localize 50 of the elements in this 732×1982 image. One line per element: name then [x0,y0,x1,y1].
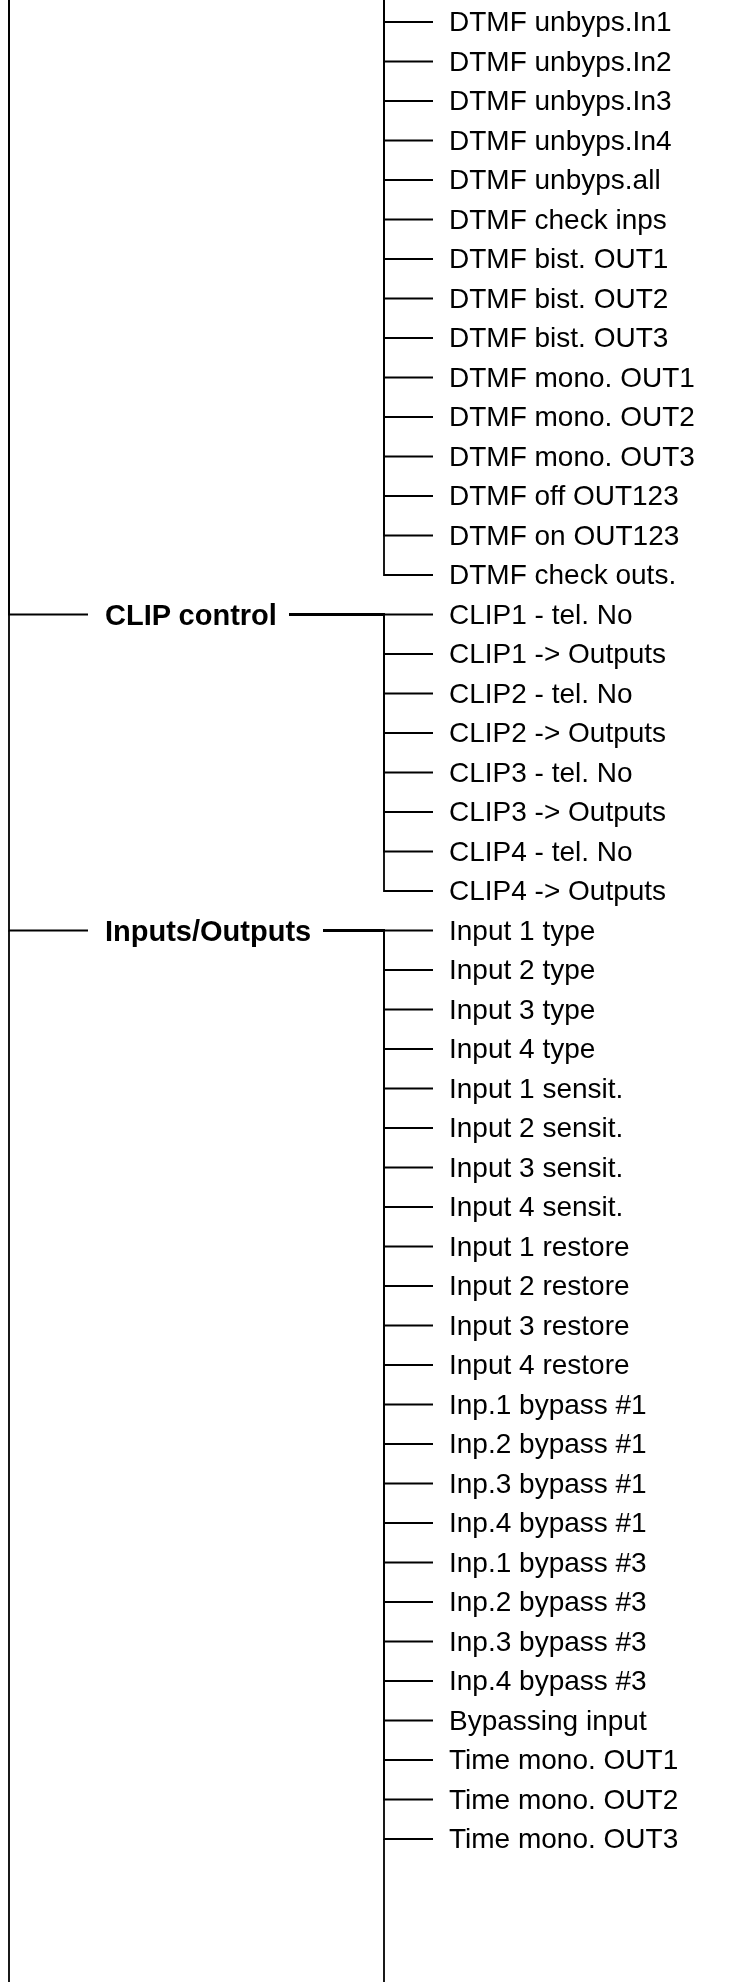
menu-item: DTMF bist. OUT1 [433,239,669,279]
menu-item: Inp.4 bypass #3 [433,1661,647,1701]
menu-item: CLIP1 -> Outputs [433,634,667,674]
menu-item: Input 2 restore [433,1266,630,1306]
menu-item: DTMF unbyps.In1 [433,2,672,42]
menu-item: Input 2 sensit. [433,1108,624,1148]
menu-item: DTMF mono. OUT3 [433,436,695,477]
menu-item: DTMF unbyps.In4 [433,120,672,161]
menu-item: Time mono. OUT2 [433,1779,679,1820]
menu-item: DTMF check inps [433,199,667,240]
menu-item: Inp.1 bypass #1 [433,1384,647,1425]
menu-item: CLIP3 -> Outputs [433,792,667,832]
menu-item: Input 4 restore [433,1345,630,1385]
menu-item: CLIP4 -> Outputs [433,871,667,911]
menu-item: Time mono. OUT1 [433,1740,679,1780]
connector-line [8,0,89,932]
menu-item: Input 4 type [433,1029,596,1069]
menu-item: CLIP4 - tel. No [433,831,633,872]
menu-item: Inp.2 bypass #3 [433,1582,647,1622]
menu-item: DTMF mono. OUT1 [433,357,695,398]
menu-item: DTMF check outs. [433,555,677,595]
menu-item: Time mono. OUT3 [433,1819,679,1859]
menu-item: DTMF off OUT123 [433,476,679,516]
menu-item: Input 4 sensit. [433,1187,624,1227]
menu-item: CLIP3 - tel. No [433,752,633,793]
menu-item: DTMF unbyps.all [433,160,661,200]
menu-group-label: CLIP control [88,594,289,635]
menu-item: CLIP1 - tel. No [433,594,633,635]
menu-item: Inp.1 bypass #3 [433,1542,647,1583]
menu-item: Input 1 type [433,910,596,951]
menu-item: DTMF bist. OUT2 [433,278,669,319]
menu-item: Input 3 sensit. [433,1147,624,1188]
menu-item: Input 3 type [433,989,596,1030]
menu-item: Inp.4 bypass #1 [433,1503,647,1543]
menu-item: Bypassing input [433,1700,647,1741]
menu-item: DTMF bist. OUT3 [433,318,669,358]
menu-item: Inp.2 bypass #1 [433,1424,647,1464]
menu-item: CLIP2 - tel. No [433,673,633,714]
menu-item: Inp.3 bypass #1 [433,1463,647,1504]
menu-item: Input 2 type [433,950,596,990]
menu-group-label: Inputs/Outputs [88,910,324,951]
menu-item: Inp.3 bypass #3 [433,1621,647,1662]
menu-item: CLIP2 -> Outputs [433,713,667,753]
menu-item: DTMF unbyps.In3 [433,81,672,121]
menu-item: DTMF mono. OUT2 [433,397,695,437]
menu-item: DTMF on OUT123 [433,515,680,556]
menu-item: Input 3 restore [433,1305,630,1346]
menu-item: DTMF unbyps.In2 [433,41,672,82]
menu-item: Input 1 sensit. [433,1068,624,1109]
menu-item: Input 1 restore [433,1226,630,1267]
